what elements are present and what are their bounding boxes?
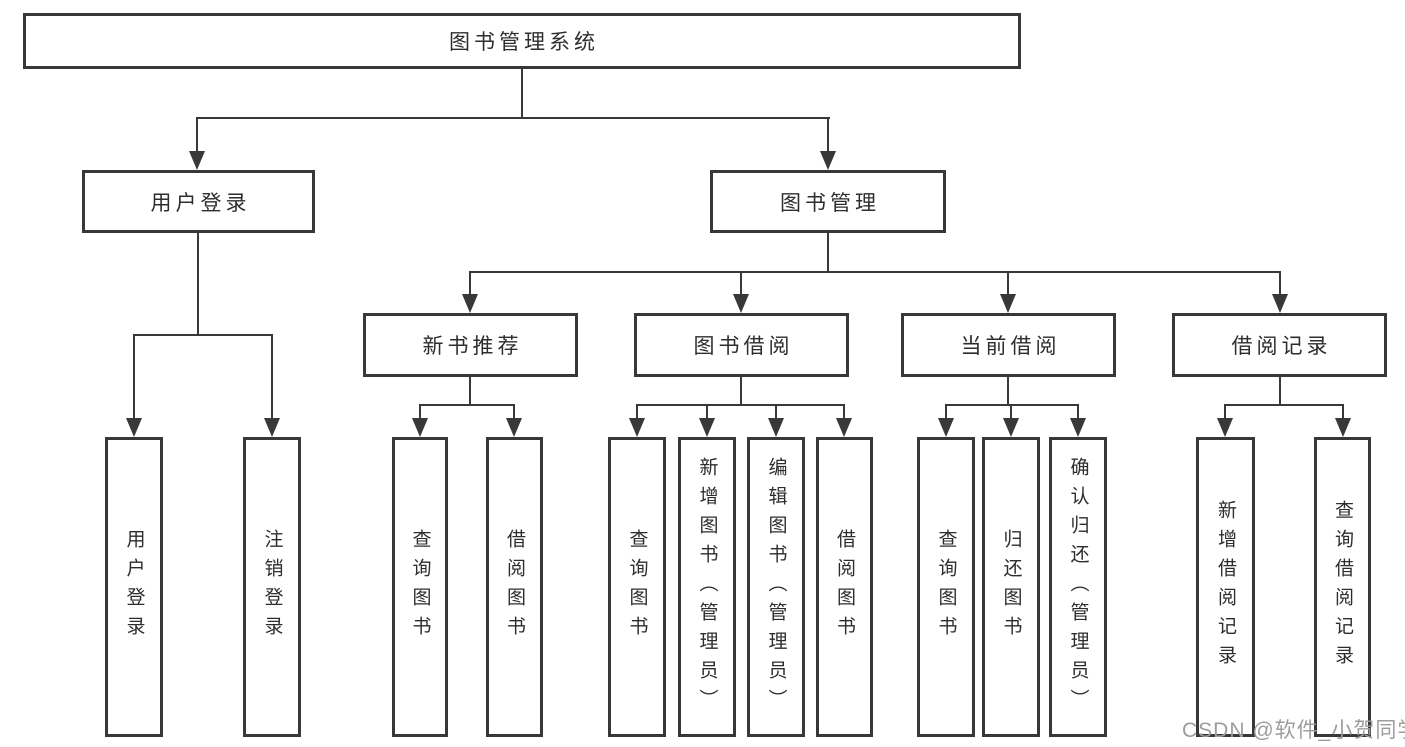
node-label: 当前借阅 — [960, 335, 1061, 358]
leaf-borrow-borrow-book: 借阅图书 — [816, 437, 873, 737]
connector-line — [636, 404, 845, 406]
arrowhead-down-icon — [938, 418, 954, 437]
node-new-book-recommend: 新书推荐 — [363, 313, 578, 377]
arrowhead-down-icon — [629, 418, 645, 437]
connector-line — [469, 271, 1281, 273]
leaf-newrec-borrow-book: 借阅图书 — [486, 437, 543, 737]
arrowhead-down-icon — [836, 418, 852, 437]
arrowhead-down-icon — [1070, 418, 1086, 437]
node-root-system: 图书管理系统 — [23, 13, 1021, 69]
connector-line — [513, 406, 515, 418]
arrowhead-down-icon — [733, 294, 749, 313]
arrowhead-down-icon — [189, 151, 205, 170]
arrowhead-down-icon — [412, 418, 428, 437]
arrowhead-down-icon — [126, 418, 142, 437]
connector-line — [1224, 404, 1344, 406]
arrowhead-down-icon — [264, 418, 280, 437]
connector-line — [775, 406, 777, 418]
arrowhead-down-icon — [1335, 418, 1351, 437]
node-label: 图书借阅 — [693, 335, 794, 358]
leaf-user-login: 用户登录 — [105, 437, 163, 737]
arrowhead-down-icon — [699, 418, 715, 437]
arrowhead-down-icon — [820, 151, 836, 170]
connector-line — [740, 273, 742, 294]
connector-line — [196, 119, 198, 152]
arrowhead-down-icon — [462, 294, 478, 313]
connector-line — [419, 406, 421, 418]
leaf-borrow-add-book-admin: 新增图书（管理员） — [678, 437, 736, 737]
node-label: 借阅记录 — [1231, 335, 1332, 358]
connector-line — [1279, 273, 1281, 294]
leaf-current-return-book: 归还图书 — [982, 437, 1040, 737]
node-label: 新增借阅记录 — [1215, 500, 1236, 674]
node-label: 查询借阅记录 — [1332, 500, 1353, 674]
node-label: 用户登录 — [150, 191, 251, 215]
connector-line — [1010, 406, 1012, 418]
connector-line — [196, 117, 830, 119]
connector-line — [636, 406, 638, 418]
connector-line — [469, 273, 471, 294]
connector-line — [827, 119, 829, 152]
connector-line — [1279, 377, 1281, 404]
node-label: 编辑图书（管理员） — [765, 456, 787, 718]
node-label: 注销登录 — [261, 529, 283, 645]
node-label: 新增图书（管理员） — [696, 456, 718, 718]
arrowhead-down-icon — [768, 418, 784, 437]
leaf-borrow-edit-book-admin: 编辑图书（管理员） — [747, 437, 805, 737]
connector-line — [1007, 273, 1009, 294]
connector-line — [1077, 406, 1079, 418]
leaf-current-query-book: 查询图书 — [917, 437, 975, 737]
arrowhead-down-icon — [1003, 418, 1019, 437]
node-current-borrow: 当前借阅 — [901, 313, 1116, 377]
connector-line — [740, 377, 742, 404]
connector-line — [133, 336, 135, 418]
leaf-borrow-query-book: 查询图书 — [608, 437, 666, 737]
node-label: 确认归还（管理员） — [1067, 456, 1089, 718]
node-label: 借阅图书 — [504, 529, 525, 645]
node-book-borrow: 图书借阅 — [634, 313, 849, 377]
arrowhead-down-icon — [1000, 294, 1016, 313]
connector-line — [945, 404, 1079, 406]
arrowhead-down-icon — [1217, 418, 1233, 437]
connector-line — [271, 336, 273, 418]
node-label: 查询图书 — [935, 529, 957, 645]
node-label: 查询图书 — [626, 529, 648, 645]
connector-line — [706, 406, 708, 418]
leaf-logout: 注销登录 — [243, 437, 301, 737]
arrowhead-down-icon — [506, 418, 522, 437]
watermark: CSDN @软件_小贺同学 — [1182, 719, 1405, 742]
connector-line — [1007, 377, 1009, 404]
connector-line — [1224, 406, 1226, 418]
node-label: 借阅图书 — [834, 529, 855, 645]
leaf-newrec-query-book: 查询图书 — [392, 437, 448, 737]
node-label: 图书管理 — [780, 191, 880, 215]
node-label: 图书管理系统 — [449, 31, 599, 54]
arrowhead-down-icon — [1272, 294, 1288, 313]
connector-line — [419, 404, 515, 406]
node-user-login: 用户登录 — [82, 170, 315, 233]
node-book-management: 图书管理 — [710, 170, 946, 233]
leaf-records-add-record: 新增借阅记录 — [1196, 437, 1255, 737]
leaf-records-query-record: 查询借阅记录 — [1314, 437, 1371, 737]
node-label: 用户登录 — [123, 529, 145, 645]
node-borrow-records: 借阅记录 — [1172, 313, 1387, 377]
node-label: 查询图书 — [409, 529, 431, 645]
leaf-current-confirm-return-admin: 确认归还（管理员） — [1049, 437, 1107, 737]
node-label: 新书推荐 — [422, 335, 523, 358]
connector-line — [197, 233, 199, 334]
connector-line — [1342, 406, 1344, 418]
connector-line — [133, 334, 273, 336]
connector-line — [469, 377, 471, 404]
connector-line — [945, 406, 947, 418]
node-label: 归还图书 — [1000, 529, 1022, 645]
connector-line — [521, 69, 523, 117]
connector-line — [843, 406, 845, 418]
connector-line — [827, 233, 829, 271]
